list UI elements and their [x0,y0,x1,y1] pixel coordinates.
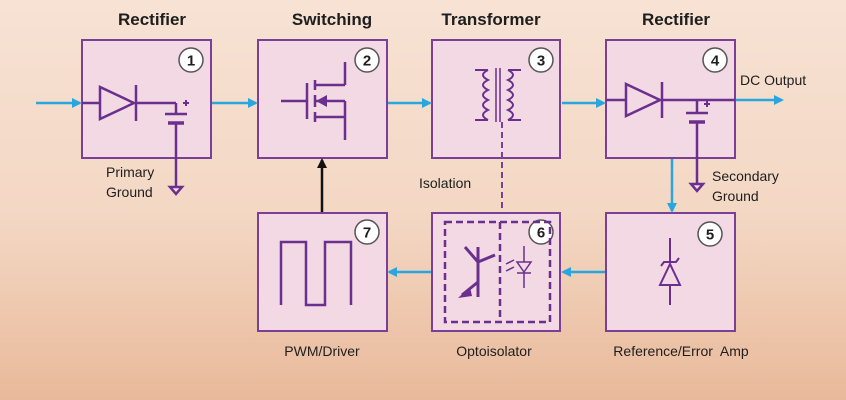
mosfet-icon [281,62,347,140]
badge-4-number: 4 [711,53,720,70]
badge-2: 2 [354,47,380,73]
badge-6: 6 [528,219,554,245]
badge-7: 7 [354,219,380,245]
block-5-title: Reference/Error Amp [613,343,749,359]
signal-arrows [36,95,784,277]
pwm-waveform-icon [279,240,353,307]
block-6-title: Optoisolator [456,343,532,359]
badge-5-number: 5 [706,227,714,244]
badge-1-number: 1 [187,53,195,70]
zener-diode-icon [658,238,682,305]
optocoupler-icon [443,220,552,324]
badge-6-number: 6 [537,225,545,242]
primary-ground-label-line1: Primary [106,164,154,180]
block-3-title: Transformer [441,10,541,29]
badge-5: 5 [697,221,723,247]
badge-3: 3 [528,47,554,73]
badge-1: 1 [178,47,204,73]
block-7-title: PWM/Driver [284,343,360,359]
badge-3-number: 3 [537,53,545,70]
secondary-ground-label-line2: Ground [712,188,759,204]
badge-2-number: 2 [363,53,371,70]
badge-7-number: 7 [363,225,371,242]
secondary-ground-label-line1: Secondary [712,168,779,184]
block-1-title: Rectifier [118,10,186,29]
isolation-label: Isolation [419,175,471,191]
transformer-coil-icon [475,68,521,122]
badge-4: 4 [702,47,728,73]
diode-rectifier-icon [82,85,189,196]
dc-output-label: DC Output [740,72,806,88]
diode-rectifier-icon [606,82,735,193]
primary-ground-label-line2: Ground [106,184,153,200]
block-2-title: Switching [292,10,372,29]
block-4-title: Rectifier [642,10,710,29]
